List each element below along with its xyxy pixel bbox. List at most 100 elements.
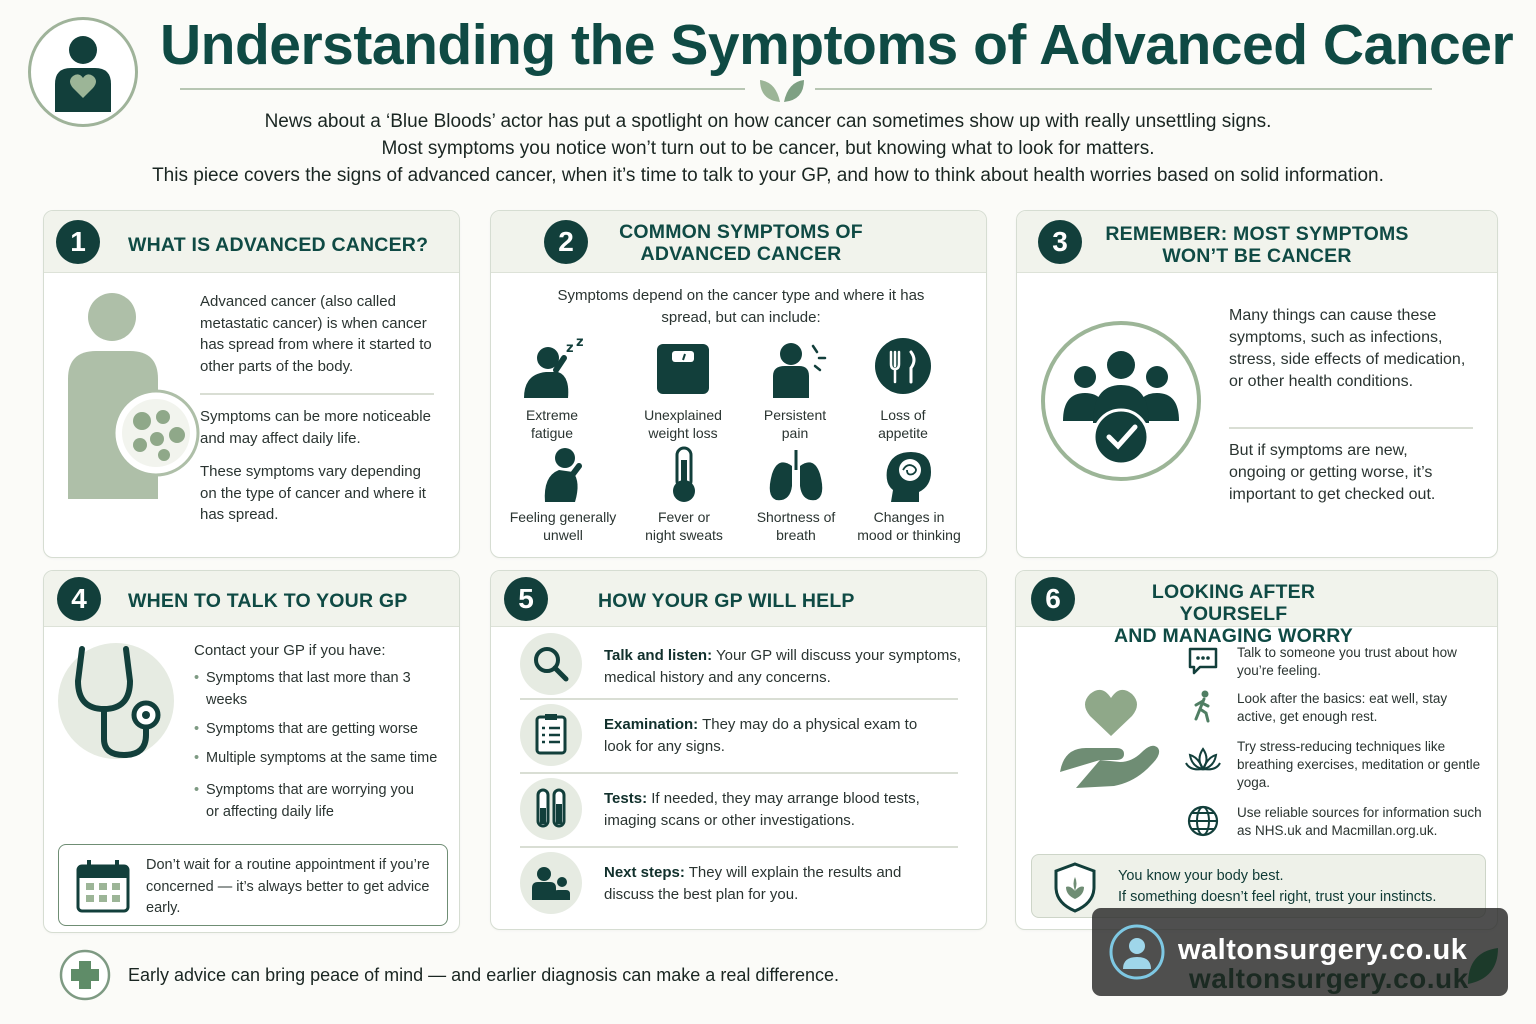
stethoscope-icon [58,643,174,759]
symptom-label-line: appetite [878,425,928,441]
globe-icon [1187,805,1219,837]
pain-icon [773,343,827,398]
clipboard-icon [535,714,567,755]
thermometer-icon [673,446,695,502]
divider [200,393,434,395]
section-header: 1 WHAT IS ADVANCED CANCER? [44,211,459,273]
self-care-item: Talk to someone you trust about how you’… [1237,645,1457,678]
symptom-label: Extreme fatigue [492,406,612,442]
watermark-text: waltonsurgery.co.uk [1178,934,1468,966]
heart-hand-icon [1060,689,1160,788]
symptom-label-line: Extreme [525,407,579,423]
section-header: 2 COMMON SYMPTOMS OF ADVANCED CANCER [491,211,986,273]
body-metastasis-icon [68,293,200,499]
intro-text: News about a ‘Blue Bloods’ actor has put… [60,108,1476,189]
divider [1229,427,1473,429]
gp-note-box: Don’t wait for a routine appointment if … [58,844,448,926]
section-looking-after-yourself: 6 LOOKING AFTER YOURSELF AND MANAGING WO… [1015,570,1498,930]
help-item-text: If needed, they may arrange blood tests,… [604,790,920,829]
doctor-patient-icon [532,867,570,900]
calendar-icon [76,860,130,913]
section-text: These symptoms vary depending on the typ… [200,463,426,523]
gp-intro: Contact your GP if you have: [194,642,386,659]
section-title-line: COMMON SYMPTOMS OF [619,221,863,243]
self-care-item: Use reliable sources for information suc… [1237,805,1482,838]
medical-cross-icon [59,949,111,1001]
watermark-banner: waltonsurgery.co.uk waltonsurgery.co.uk [1092,908,1508,996]
cutlery-icon [875,338,931,394]
lungs-icon [769,450,823,501]
section-number: 5 [504,577,548,621]
symptom-label-line: mood or thinking [857,527,961,543]
section-title: COMMON SYMPTOMS OF ADVANCED CANCER [601,221,881,265]
help-icon-bg [520,852,582,914]
section-when-to-talk-to-gp: 4 WHEN TO TALK TO YOUR GP Contact your G… [43,570,460,933]
help-item-text: They may do a physical exam to look for … [604,716,918,755]
leaves-icon [760,80,804,102]
help-item-label: Tests: [604,790,648,807]
group-check-icon [1041,321,1201,481]
symptom-mood: Changes in mood or thinking [849,446,969,544]
section-header: 3 REMEMBER: MOST SYMPTOMS WON’T BE CANCE… [1017,211,1497,273]
svg-text:z: z [576,336,584,350]
section-text: But if symptoms are new, ongoing or gett… [1229,442,1436,503]
gp-note-text: Don’t wait for a routine appointment if … [146,857,430,916]
symptom-fatigue: z z Extreme fatigue [492,336,612,442]
section-title: REMEMBER: MOST SYMPTOMS WON’T BE CANCER [1097,223,1417,267]
callout-line: You know your body best. [1118,868,1284,884]
list-item: Multiple symptoms at the same time [194,748,454,770]
symptom-label-line: Persistent [763,407,827,423]
footer-text: Early advice can bring peace of mind — a… [128,965,840,985]
section-number: 6 [1031,577,1075,621]
symptom-label-line: fatigue [530,425,574,441]
symptom-label-line: Changes in [873,509,945,525]
section-number: 4 [57,577,101,621]
trust-instincts-callout: You know your body best. If something do… [1031,854,1486,918]
symptom-label-line: night sweats [645,527,723,543]
symptom-label-line: weight loss [648,425,718,441]
section-number: 3 [1038,220,1082,264]
chat-icon [1188,647,1218,675]
test-tubes-icon [536,788,566,828]
section-header: 5 HOW YOUR GP WILL HELP [491,571,986,627]
section-title-line: WON’T BE CANCER [1162,245,1352,267]
section-header: 4 WHEN TO TALK TO YOUR GP [44,571,459,627]
person-heart-icon [55,36,111,112]
self-care-item: Look after the basics: eat well, stay ac… [1237,691,1448,724]
list-item: Symptoms that are getting worse [194,719,454,741]
section-how-gp-will-help: 5 HOW YOUR GP WILL HELP Talk and listen:… [490,570,987,930]
help-item: Examination: They may do a physical exam… [604,714,924,758]
symptom-label-line: breath [776,527,816,543]
watermark-text-shadow: waltonsurgery.co.uk [1189,963,1469,994]
shield-icon [1054,862,1096,913]
help-item: Tests: If needed, they may arrange blood… [604,788,949,832]
surgery-logo-icon [1109,924,1165,980]
intro-line: News about a ‘Blue Bloods’ actor has put… [264,111,1272,132]
lotus-icon [1185,747,1221,771]
list-item: Symptoms that last more than 3 weeks [194,668,424,711]
divider [520,772,958,774]
svg-text:z: z [566,341,574,356]
section-title-line: REMEMBER: MOST SYMPTOMS [1105,223,1409,245]
magnifier-icon [534,647,569,682]
divider [520,846,958,848]
intro-line: This piece covers the signs of advanced … [152,165,1384,186]
divider [520,698,958,700]
symptoms-intro: Symptoms depend on the cancer type and w… [557,287,925,326]
help-item-label: Next steps: [604,864,685,881]
symptom-label-line: Feeling generally [509,509,617,525]
section-title: LOOKING AFTER YOURSELF AND MANAGING WORR… [1096,581,1371,647]
help-item: Next steps: They will explain the result… [604,862,934,906]
head-icon [886,452,931,502]
symptom-label-line: Unexplained [644,407,722,423]
section-header: 6 LOOKING AFTER YOURSELF AND MANAGING WO… [1016,571,1497,647]
page-title: Understanding the Symptoms of Advanced C… [160,13,1514,77]
section-title: WHAT IS ADVANCED CANCER? [128,234,429,256]
section-number: 1 [56,220,100,264]
